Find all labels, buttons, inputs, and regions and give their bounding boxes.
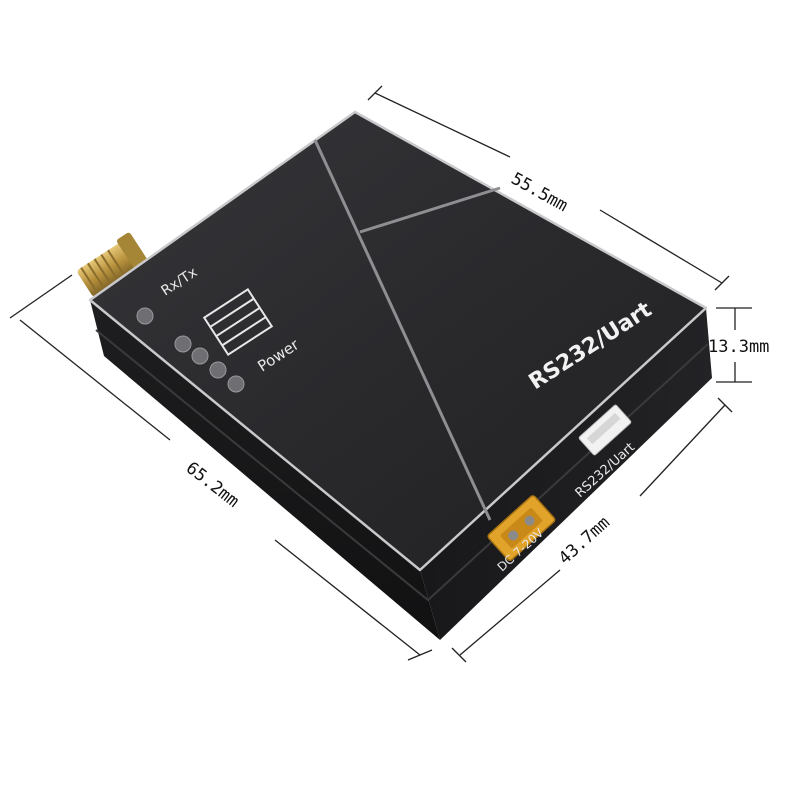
power-led <box>174 335 192 353</box>
device-top-face <box>88 110 708 572</box>
top-face-design-lines <box>313 139 501 521</box>
dimension-long-side-label: 65.2mm <box>182 458 243 512</box>
dimension-height-label: 13.3mm <box>708 337 769 357</box>
power-led <box>191 347 209 365</box>
power-led-row <box>174 335 245 393</box>
dimension-short-side-label: 43.7mm <box>555 513 614 569</box>
power-led <box>227 375 245 393</box>
rxtx-led <box>136 307 154 325</box>
dc-power-connector <box>487 495 556 561</box>
dimension-height <box>716 307 752 383</box>
dimension-long-side <box>9 274 433 661</box>
device-side-face <box>90 300 440 640</box>
rs232-port-connector <box>578 404 632 456</box>
dimension-short-side <box>451 397 733 663</box>
power-led <box>209 361 227 379</box>
dimension-top-edge <box>367 85 730 291</box>
signal-strength-icon <box>202 288 274 356</box>
